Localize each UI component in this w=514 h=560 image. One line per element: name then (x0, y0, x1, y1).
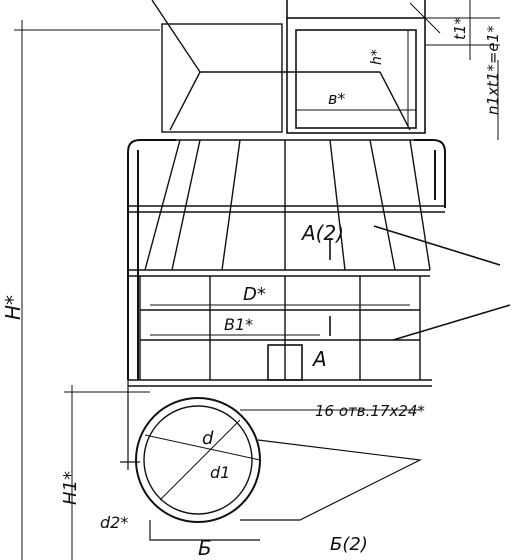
label-b1: В1* (224, 315, 253, 334)
label-h: h* (369, 49, 385, 65)
conical-body (128, 139, 445, 271)
label-b: в* (328, 89, 345, 108)
label-section-a: А (311, 347, 327, 371)
label-view-b: Б (198, 536, 212, 560)
label-t1: t1* (451, 17, 469, 40)
dimension-d-b1 (150, 304, 410, 336)
section-marker-a (267, 225, 511, 381)
label-h-total: H* (1, 295, 25, 320)
inlet-dimensions (296, 0, 500, 140)
upper-duct (151, 0, 411, 133)
inlet-frame (286, 0, 426, 134)
label-d: d (202, 428, 214, 449)
label-pitch: n1xt1*=e1* (484, 25, 502, 115)
label-h1: H1* (60, 471, 81, 505)
label-holes: 16 отв.17x24* (315, 402, 425, 420)
label-d2: d2* (100, 513, 128, 532)
outlet-funnel (120, 380, 423, 541)
cylinder-shell (128, 269, 432, 387)
label-section-a-top: А(2) (300, 221, 344, 245)
label-d-ring: D* (243, 284, 266, 305)
label-view-b2: Б(2) (330, 534, 368, 555)
railing (127, 139, 446, 380)
label-d1: d1 (210, 463, 230, 482)
flange-circle (135, 397, 420, 523)
dimension-h-total (14, 20, 160, 560)
